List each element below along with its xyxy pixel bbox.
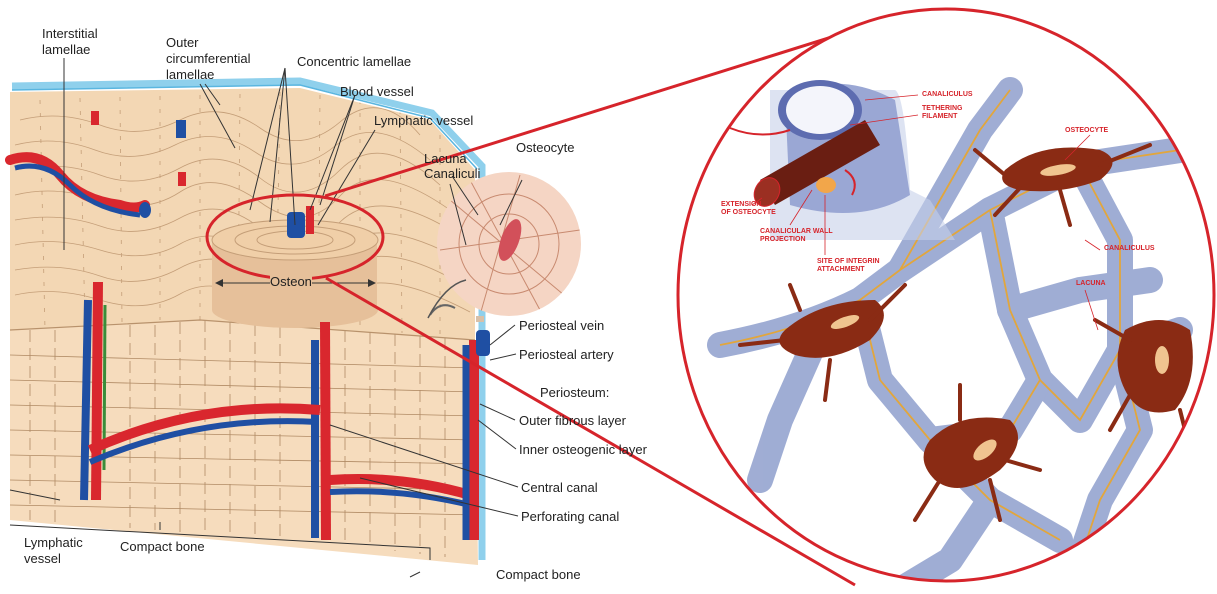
label-canalicular-wall-projection-2: PROJECTION <box>760 236 806 244</box>
label-tethering-filament-1: TETHERING <box>922 105 962 113</box>
label-lymphatic-vessel-bottom-2: vessel <box>24 551 61 566</box>
label-central-canal: Central canal <box>521 480 598 495</box>
label-lacuna: Lacuna <box>424 151 467 166</box>
label-outer-fibrous-layer: Outer fibrous layer <box>519 413 626 428</box>
label-compact-bone-1: Compact bone <box>120 539 205 554</box>
label-interstitial-lamellae-1: Interstitial <box>42 26 98 41</box>
label-tethering-filament-2: FILAMENT <box>922 113 957 121</box>
label-canaliculi: Canaliculi <box>424 166 480 181</box>
label-osteon: Osteon <box>270 274 312 289</box>
label-blood-vessel: Blood vessel <box>340 84 414 99</box>
label-outer-circumferential-1: Outer <box>166 35 199 50</box>
label-outer-circumferential-2: circumferential <box>166 51 251 66</box>
label-concentric-lamellae: Concentric lamellae <box>297 54 411 69</box>
label-interstitial-lamellae-2: lamellae <box>42 42 90 57</box>
label-periosteal-artery: Periosteal artery <box>519 347 614 362</box>
label-lymphatic-vessel-bottom-1: Lymphatic <box>24 535 83 550</box>
label-osteocyte-right: OSTEOCYTE <box>1065 127 1108 135</box>
label-lacuna-right: LACUNA <box>1076 280 1106 288</box>
label-extension-of-osteocyte-1: EXTENSION <box>721 201 761 209</box>
label-periosteum: Periosteum: <box>540 385 609 400</box>
label-lymphatic-vessel-top: Lymphatic vessel <box>374 113 473 128</box>
label-site-of-integrin-1: SITE OF INTEGRIN <box>817 258 880 266</box>
label-periosteal-vein: Periosteal vein <box>519 318 604 333</box>
label-extension-of-osteocyte-2: OF OSTEOCYTE <box>721 209 776 217</box>
label-inner-osteogenic-layer: Inner osteogenic layer <box>519 442 647 457</box>
label-perforating-canal: Perforating canal <box>521 509 619 524</box>
label-outer-circumferential-3: lamellae <box>166 67 214 82</box>
label-site-of-integrin-2: ATTACHMENT <box>817 266 865 274</box>
label-canaliculus-right: CANALICULUS <box>1104 245 1155 253</box>
label-canaliculus-top: CANALICULUS <box>922 91 973 99</box>
label-compact-bone-2: Compact bone <box>496 567 581 582</box>
label-osteocyte: Osteocyte <box>516 140 575 155</box>
label-canalicular-wall-projection-1: CANALICULAR WALL <box>760 228 833 236</box>
